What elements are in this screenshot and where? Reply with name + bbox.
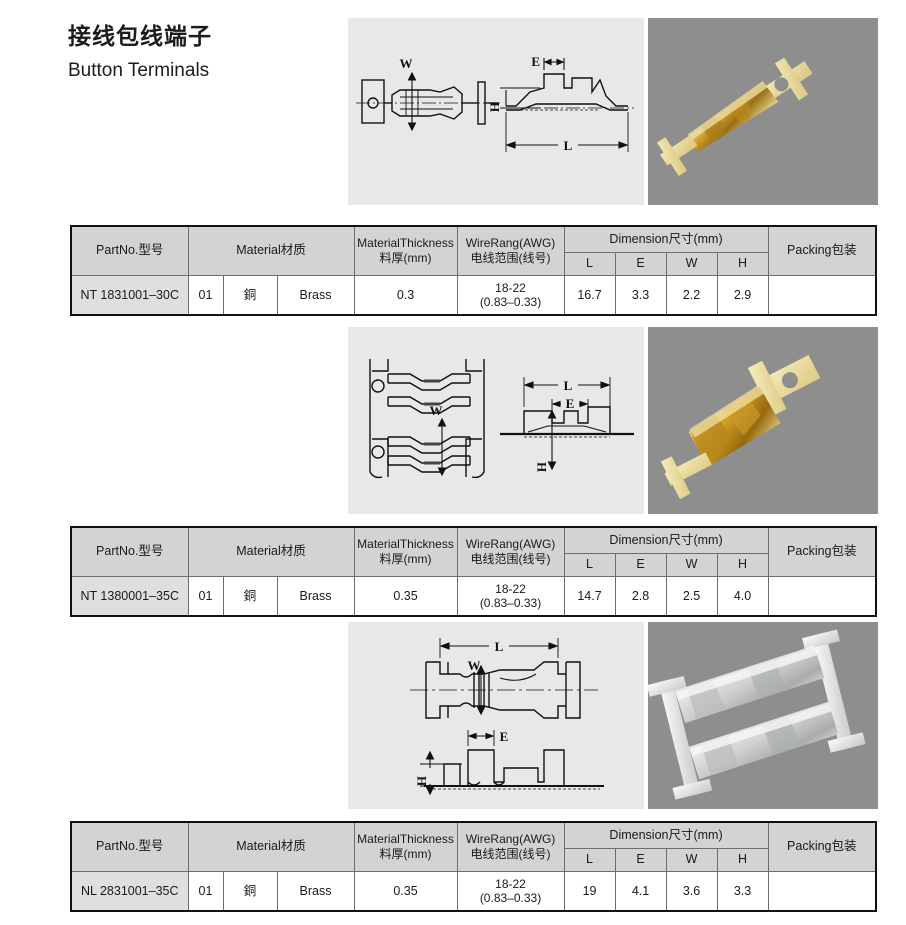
product-photo-3 [648, 622, 878, 809]
cell-material-en: Brass [276, 871, 355, 912]
drawing-label-e-3: E [500, 729, 509, 744]
header-part-no: PartNo.型号 [70, 527, 189, 577]
cell-dim-l: 16.7 [563, 275, 616, 316]
cell-packing [767, 576, 877, 617]
cell-material-code: 01 [187, 275, 224, 316]
drawing-label-h-3: H [414, 776, 429, 786]
drawing-label-w-3: W [468, 658, 481, 673]
cell-dim-h: 2.9 [716, 275, 769, 316]
table-row: NT 1380001–35C 01 銅 Brass 0.35 18-22 (0.… [70, 576, 877, 617]
cell-material-code: 01 [187, 871, 224, 912]
drawing-label-e-1: E [531, 54, 540, 69]
drawing-label-l-1: L [564, 138, 573, 153]
cell-material-cn: 銅 [222, 275, 278, 316]
header-dim-e: E [614, 848, 667, 872]
header-dim-l: L [563, 553, 616, 577]
header-dim-w: W [665, 252, 718, 276]
spec-table-2: PartNo.型号 Material材质 MaterialThickness 料… [70, 526, 878, 617]
table-header-row-sub: L E W H [71, 848, 876, 872]
cell-material-code: 01 [187, 576, 224, 617]
cell-thickness: 0.35 [353, 576, 458, 617]
drawing-label-l-3: L [495, 639, 504, 654]
header-packing: Packing包装 [767, 822, 877, 872]
cell-material-cn: 銅 [222, 871, 278, 912]
technical-drawing-2: W L [348, 327, 644, 514]
cell-wire-range: 18-22 (0.83–0.33) [456, 576, 565, 617]
header-part-no: PartNo.型号 [70, 226, 189, 276]
header-dim-e: E [614, 252, 667, 276]
header-dim-w: W [665, 553, 718, 577]
cell-dim-e: 2.8 [614, 576, 667, 617]
page-title: 接线包线端子 Button Terminals [68, 22, 338, 84]
cell-dim-w: 2.2 [665, 275, 718, 316]
header-dim-w: W [665, 848, 718, 872]
header-packing: Packing包装 [767, 527, 877, 577]
header-packing: Packing包装 [767, 226, 877, 276]
header-part-no: PartNo.型号 [70, 822, 189, 872]
table-row: NL 2831001–35C 01 銅 Brass 0.35 18-22 (0.… [70, 871, 877, 912]
cell-thickness: 0.3 [353, 275, 458, 316]
technical-drawing-3: L W [348, 622, 644, 809]
header-dim-l: L [563, 252, 616, 276]
cell-dim-e: 4.1 [614, 871, 667, 912]
cell-part-no: NT 1831001–30C [70, 275, 189, 316]
drawing-label-e-2: E [566, 396, 575, 411]
table-row: NT 1831001–30C 01 銅 Brass 0.3 18-22 (0.8… [70, 275, 877, 316]
drawing-label-l-2: L [564, 378, 573, 393]
cell-wire-range: 18-22 (0.83–0.33) [456, 275, 565, 316]
header-dimension: Dimension尺寸(mm) [563, 527, 769, 554]
cell-dim-h: 3.3 [716, 871, 769, 912]
cell-wire-range: 18-22 (0.83–0.33) [456, 871, 565, 912]
drawing-label-h-1: H [487, 102, 502, 112]
cell-dim-w: 3.6 [665, 871, 718, 912]
header-material: Material材质 [187, 226, 355, 276]
cell-dim-h: 4.0 [716, 576, 769, 617]
media-row-1: W E [348, 18, 878, 205]
header-dimension: Dimension尺寸(mm) [563, 822, 769, 849]
product-photo-2 [648, 327, 878, 514]
header-wire-range: WireRang(AWG) 电线范围(线号) [456, 527, 565, 577]
header-material-thickness: MaterialThickness 料厚(mm) [353, 226, 458, 276]
header-dim-h: H [716, 553, 769, 577]
spec-table-3: PartNo.型号 Material材质 MaterialThickness 料… [70, 821, 878, 912]
cell-dim-w: 2.5 [665, 576, 718, 617]
header-material: Material材质 [187, 822, 355, 872]
drawing-label-w-2: W [430, 403, 443, 418]
cell-packing [767, 275, 877, 316]
cell-dim-e: 3.3 [614, 275, 667, 316]
header-dimension: Dimension尺寸(mm) [563, 226, 769, 253]
cell-dim-l: 19 [563, 871, 616, 912]
cell-material-en: Brass [276, 576, 355, 617]
cell-packing [767, 871, 877, 912]
table-header-row-top: PartNo.型号 Material材质 MaterialThickness 料… [70, 226, 877, 276]
header-dim-h: H [716, 848, 769, 872]
table-header-row-sub: L E W H [71, 553, 876, 577]
header-material-thickness: MaterialThickness 料厚(mm) [353, 822, 458, 872]
cell-part-no: NT 1380001–35C [70, 576, 189, 617]
header-dim-h: H [716, 252, 769, 276]
cell-dim-l: 14.7 [563, 576, 616, 617]
header-dim-l: L [563, 848, 616, 872]
spec-table-1: PartNo.型号 Material材质 MaterialThickness 料… [70, 225, 878, 316]
cell-material-en: Brass [276, 275, 355, 316]
page-title-cn: 接线包线端子 [68, 23, 212, 49]
table-header-row-sub: L E W H [71, 252, 876, 276]
cell-part-no: NL 2831001–35C [70, 871, 189, 912]
header-material-thickness: MaterialThickness 料厚(mm) [353, 527, 458, 577]
cell-material-cn: 銅 [222, 576, 278, 617]
table-header-row-top: PartNo.型号 Material材质 MaterialThickness 料… [70, 822, 877, 872]
cell-thickness: 0.35 [353, 871, 458, 912]
technical-drawing-1: W E [348, 18, 644, 205]
header-wire-range: WireRang(AWG) 电线范围(线号) [456, 226, 565, 276]
drawing-label-w-1: W [400, 56, 413, 71]
header-material: Material材质 [187, 527, 355, 577]
header-dim-e: E [614, 553, 667, 577]
page-title-en: Button Terminals [68, 59, 210, 81]
media-row-2: W L [348, 327, 878, 514]
product-photo-1 [648, 18, 878, 205]
drawing-label-h-2: H [534, 462, 549, 472]
header-wire-range: WireRang(AWG) 电线范围(线号) [456, 822, 565, 872]
table-header-row-top: PartNo.型号 Material材质 MaterialThickness 料… [70, 527, 877, 577]
media-row-3: L W [348, 622, 878, 809]
